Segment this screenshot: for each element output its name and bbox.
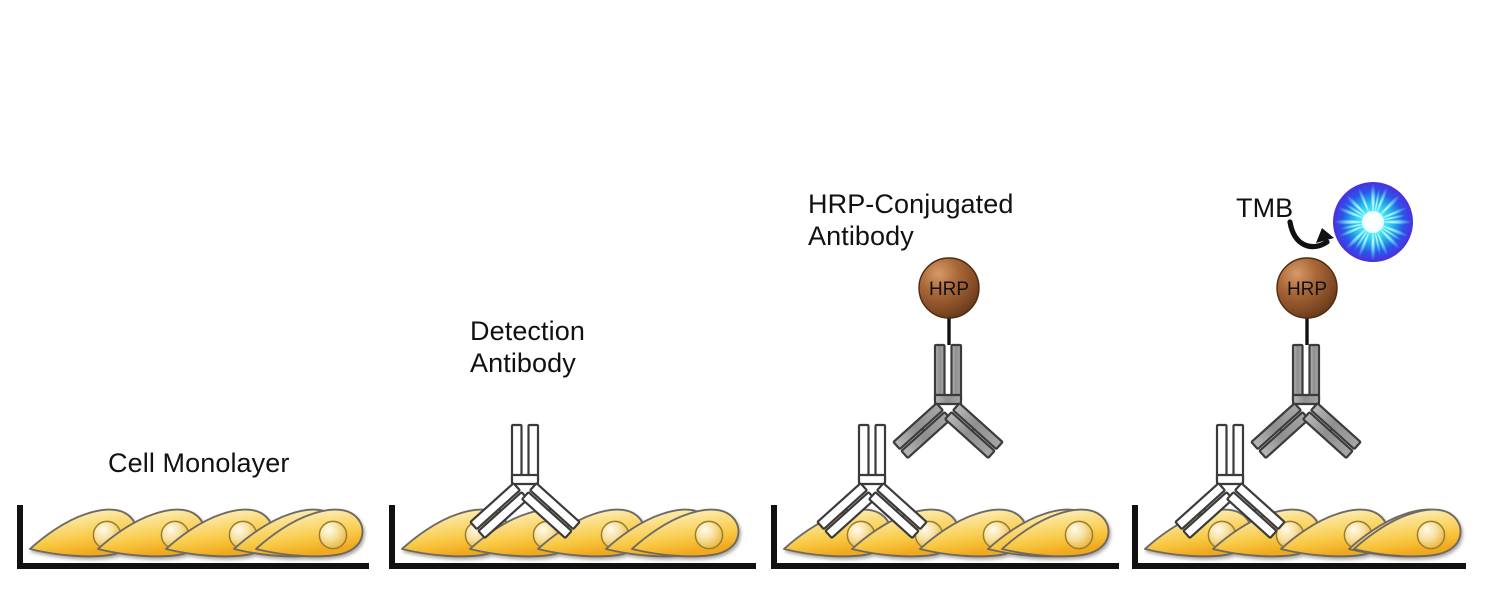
panel-2-label: Detection Antibody bbox=[470, 316, 585, 379]
well-bracket-icon bbox=[17, 505, 369, 569]
hrp-sphere-label: HRP bbox=[929, 279, 969, 300]
curved-arrow-icon bbox=[1287, 219, 1334, 250]
hrp-sphere-label: HRP bbox=[1287, 279, 1327, 300]
tmb-signal-burst-icon bbox=[1333, 182, 1413, 262]
panel-2 bbox=[389, 423, 756, 569]
panel-4: HRP bbox=[1132, 182, 1466, 569]
well-bracket-icon bbox=[1132, 505, 1466, 569]
cell-monolayer bbox=[29, 508, 364, 558]
well-bracket-icon bbox=[771, 505, 1119, 569]
hrp-conjugated-antibody-icon: HRP bbox=[892, 257, 1004, 460]
panel-1 bbox=[17, 505, 369, 569]
panel-4-label: TMB bbox=[1236, 193, 1294, 223]
panel-3: HRP bbox=[771, 257, 1119, 569]
panel-1-label: Cell Monolayer bbox=[108, 448, 290, 478]
panel-3-label: HRP-Conjugated Antibody bbox=[808, 189, 1014, 252]
hrp-conjugated-antibody-icon: HRP bbox=[1250, 257, 1362, 460]
well-bracket-icon bbox=[389, 505, 756, 569]
hrp-enzyme-sphere-icon bbox=[1276, 257, 1338, 319]
hrp-enzyme-sphere-icon bbox=[918, 257, 980, 319]
